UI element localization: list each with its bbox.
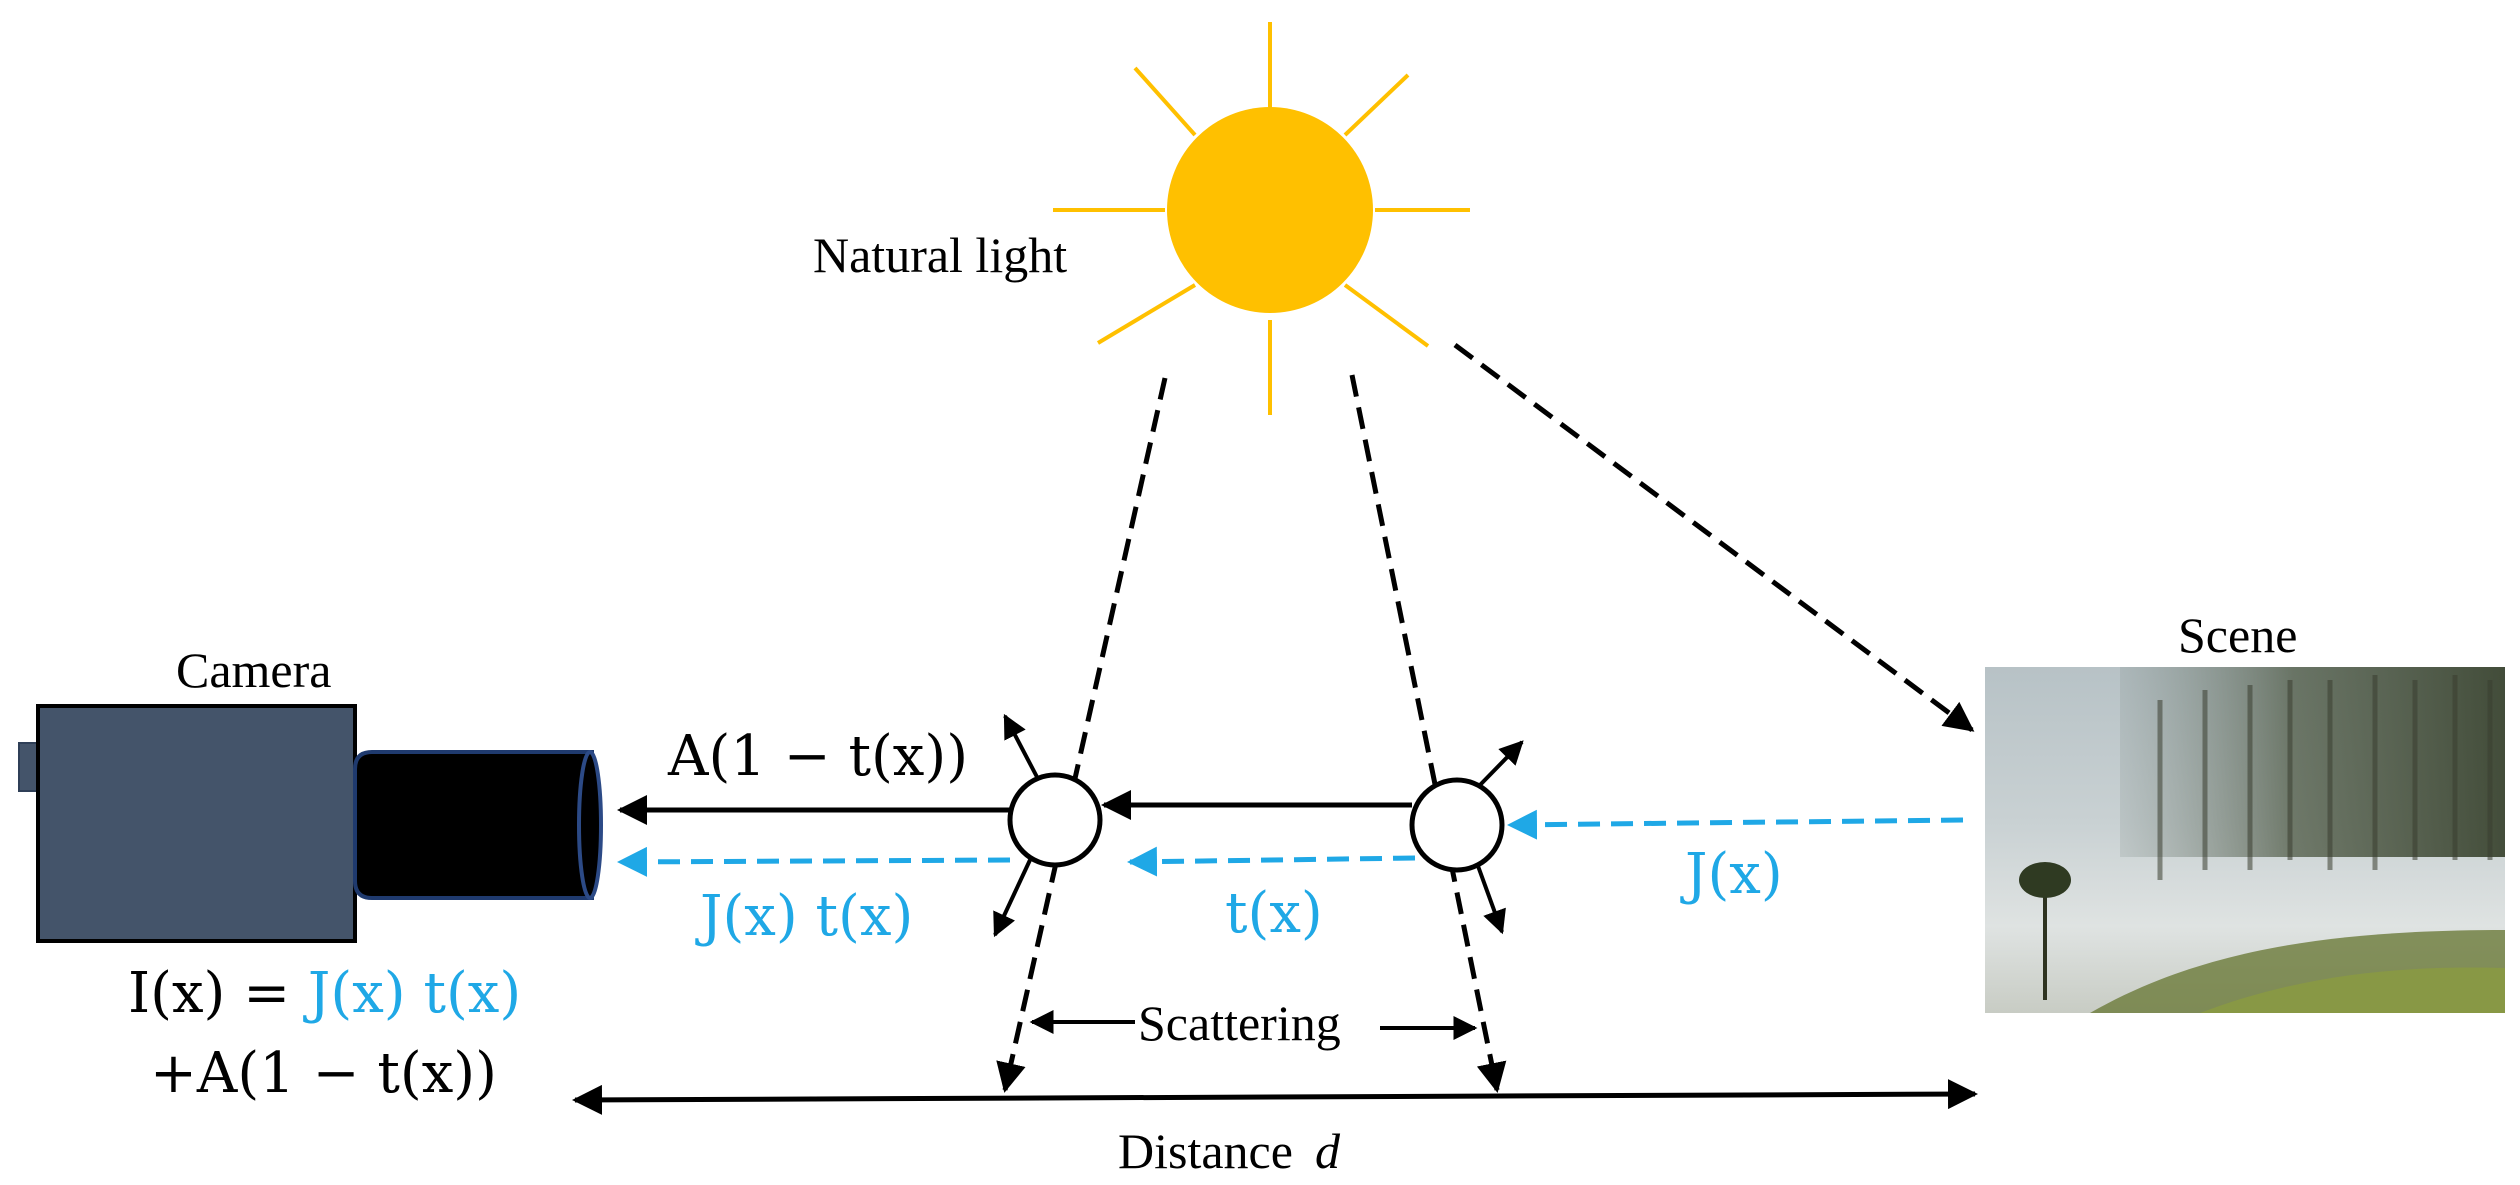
sun-icon (1053, 22, 1470, 415)
scene-radiance-equation: J(x) (1680, 842, 1783, 907)
distance-text: Distance (1118, 1123, 1293, 1179)
sun-ray-right (1349, 374, 1507, 1093)
sun-ray-left (996, 377, 1168, 1093)
sun-ray-to-scene (1453, 342, 1975, 733)
direct-attenuation-equation: J(x) t(x) (695, 884, 913, 949)
particle-right-icon (1409, 740, 1524, 935)
distance-arrow (572, 1079, 1978, 1115)
camera-icon (18, 704, 603, 943)
scene-label: Scene (2178, 607, 2297, 663)
camera-label: Camera (176, 642, 331, 698)
haze-model-equation-line1: I(x) = J(x) t(x) (128, 961, 521, 1026)
haze-model-lhs: I(x) = (128, 961, 308, 1026)
airlight-equation: A(1 − t(x)) (667, 724, 968, 789)
scattering-label: Scattering (1138, 995, 1341, 1051)
distance-label: Distance d (1118, 1123, 1341, 1179)
particle-left-icon (993, 713, 1103, 938)
distance-symbol: d (1315, 1123, 1341, 1179)
scene-radiance-arrow (1507, 809, 1964, 840)
direct-light-arrow-between-particles (1127, 846, 1416, 877)
sun-label: Natural light (813, 227, 1067, 283)
haze-model-rhs: J(x) t(x) (303, 961, 521, 1026)
transmission-equation: t(x) (1225, 881, 1323, 946)
haze-model-equation-line2: +A(1 − t(x)) (150, 1041, 497, 1106)
scene-image (1985, 667, 2505, 1013)
direct-light-arrow-to-camera (617, 846, 1011, 877)
